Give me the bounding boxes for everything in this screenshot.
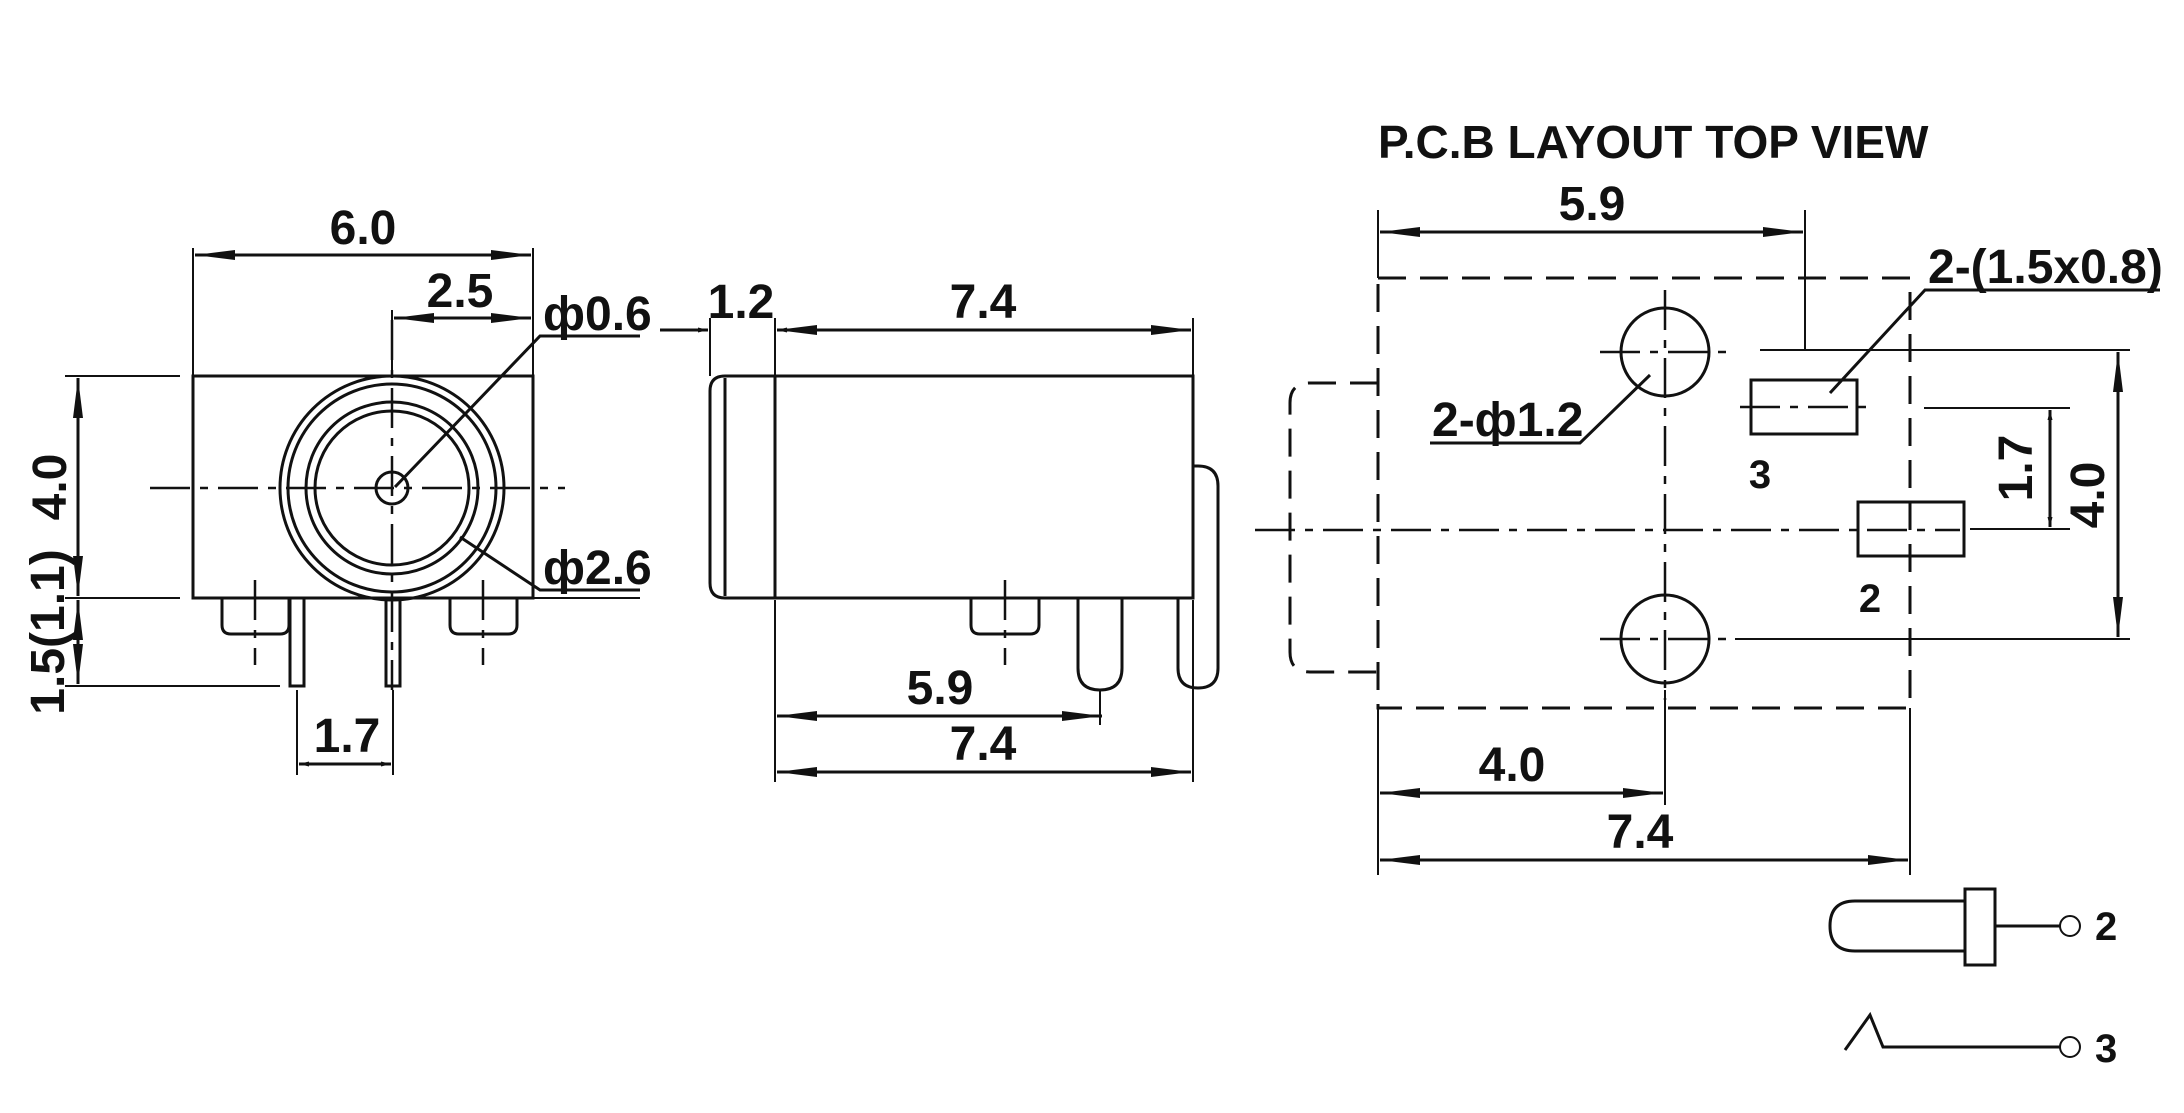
pcb-pin3-label: 3: [1749, 453, 1771, 497]
schematic-pin3-label: 3: [2095, 1027, 2117, 1071]
side-pin: [1076, 598, 1124, 692]
dim-slot-size: 2-(1.5x0.8): [1928, 241, 2163, 294]
dim-slot-spacing: 1.7: [1990, 435, 2043, 502]
front-body: [191, 374, 535, 600]
schematic-spring-contact: [1843, 1011, 2060, 1051]
schematic-terminal-3: [2059, 1036, 2081, 1058]
dim-body-length-top: 7.4: [950, 276, 1017, 329]
dim-hole-position: 4.0: [1479, 739, 1546, 792]
dim-pin-hole: ф0.6: [543, 288, 652, 341]
dim-pcb-width-top: 5.9: [1559, 178, 1626, 231]
mounting-hole-top: [1600, 306, 1730, 398]
dim-hole-size: 2-ф1.2: [1432, 394, 1583, 447]
dim-body-length-bottom: 7.4: [950, 718, 1017, 771]
pcb-layout: P.C.B LAYOUT TOP VIEW 3 2: [1255, 116, 2163, 875]
dim-bore: ф2.6: [543, 542, 652, 595]
dim-pin-position: 5.9: [907, 662, 974, 715]
side-view: 1.2 7.4 5.9 7.4: [660, 276, 1220, 782]
pcb-title: P.C.B LAYOUT TOP VIEW: [1378, 116, 1929, 168]
slot-pin2: [1856, 500, 1966, 558]
dim-body-height: 4.0: [24, 454, 77, 521]
schematic-symbol: 2 3: [1828, 887, 2117, 1071]
dim-pcb-width-bottom: 7.4: [1607, 806, 1674, 859]
schematic-terminal-2: [2059, 915, 2081, 937]
dim-pin-pitch: 1.7: [314, 710, 381, 763]
side-body: [708, 374, 1195, 600]
mounting-hole-bottom: [1600, 593, 1730, 685]
dim-base-height: 1.5(1.1): [22, 549, 75, 714]
dim-pcb-height: 4.0: [2062, 462, 2115, 529]
front-view: 6.0 2.5 ф0.6 ф2.6 4.0 1.5(1.1) 1.7: [22, 202, 652, 775]
dim-front-width: 6.0: [330, 202, 397, 255]
pcb-pin2-label: 2: [1859, 577, 1881, 621]
dim-front-offset: 2.5: [427, 265, 494, 318]
dim-front-lip: 1.2: [708, 276, 775, 329]
schematic-pin-body: [1828, 899, 1965, 953]
front-pins: [220, 580, 519, 688]
schematic-pin2-label: 2: [2095, 905, 2117, 949]
pcb-outline: [1376, 276, 1912, 710]
